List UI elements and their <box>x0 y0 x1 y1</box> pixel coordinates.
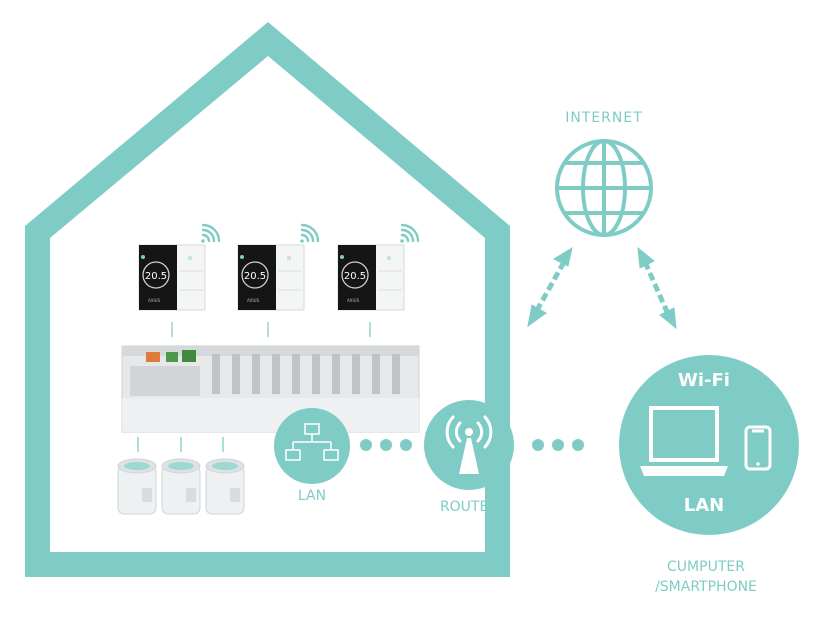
actuator-3 <box>205 458 245 515</box>
thermostat-temperature: 20.5 <box>344 271 366 282</box>
thermostat-1: 20.5 AXIUS ≋ <box>138 244 206 311</box>
wifi-label: Wi-Fi <box>678 370 730 391</box>
smartphone-icon <box>744 425 772 471</box>
thermostat-temperature: 20.5 <box>145 271 167 282</box>
actuator-connectors <box>137 437 224 452</box>
wifi-signal-icon <box>400 223 420 243</box>
thermostat-2: 20.5 AXIUS ≋ <box>237 244 305 311</box>
lan-label-left: LAN <box>298 488 326 504</box>
router-antenna-icon <box>445 415 493 474</box>
internet-label: INTERNET <box>565 110 643 126</box>
smartphone-label: /SMARTPHONE <box>655 579 757 595</box>
thermostat-connectors <box>171 322 371 337</box>
double-arrow-icon <box>527 246 573 328</box>
actuator-2 <box>161 458 201 515</box>
router-label: ROUTER <box>440 499 498 515</box>
svg-text:≋: ≋ <box>187 256 192 262</box>
globe-icon <box>555 139 653 237</box>
thermostat-brand: AXIUS <box>347 298 360 303</box>
cumputer-label: CUMPUTER <box>667 559 745 575</box>
thermostat-3: 20.5 AXIUS ≋ <box>337 244 405 311</box>
double-arrow-icon <box>637 246 677 330</box>
thermostat-brand: AXIUS <box>247 298 260 303</box>
wifi-signal-icon <box>300 223 320 243</box>
connection-dots-2 <box>532 439 584 451</box>
wifi-signal-icon <box>201 223 221 243</box>
lan-switch-circle <box>274 408 350 484</box>
lan-label-right: LAN <box>684 495 724 516</box>
connection-dots-1 <box>360 439 412 451</box>
network-switch-icon <box>285 423 339 461</box>
thermostat-brand: AXIUS <box>148 298 161 303</box>
actuator-1 <box>117 458 157 515</box>
laptop-icon <box>640 406 728 476</box>
thermostat-temperature: 20.5 <box>244 271 266 282</box>
manifold-controller <box>121 345 420 433</box>
svg-text:≋: ≋ <box>286 256 291 262</box>
device-circle <box>619 355 799 535</box>
svg-text:≋: ≋ <box>386 256 391 262</box>
